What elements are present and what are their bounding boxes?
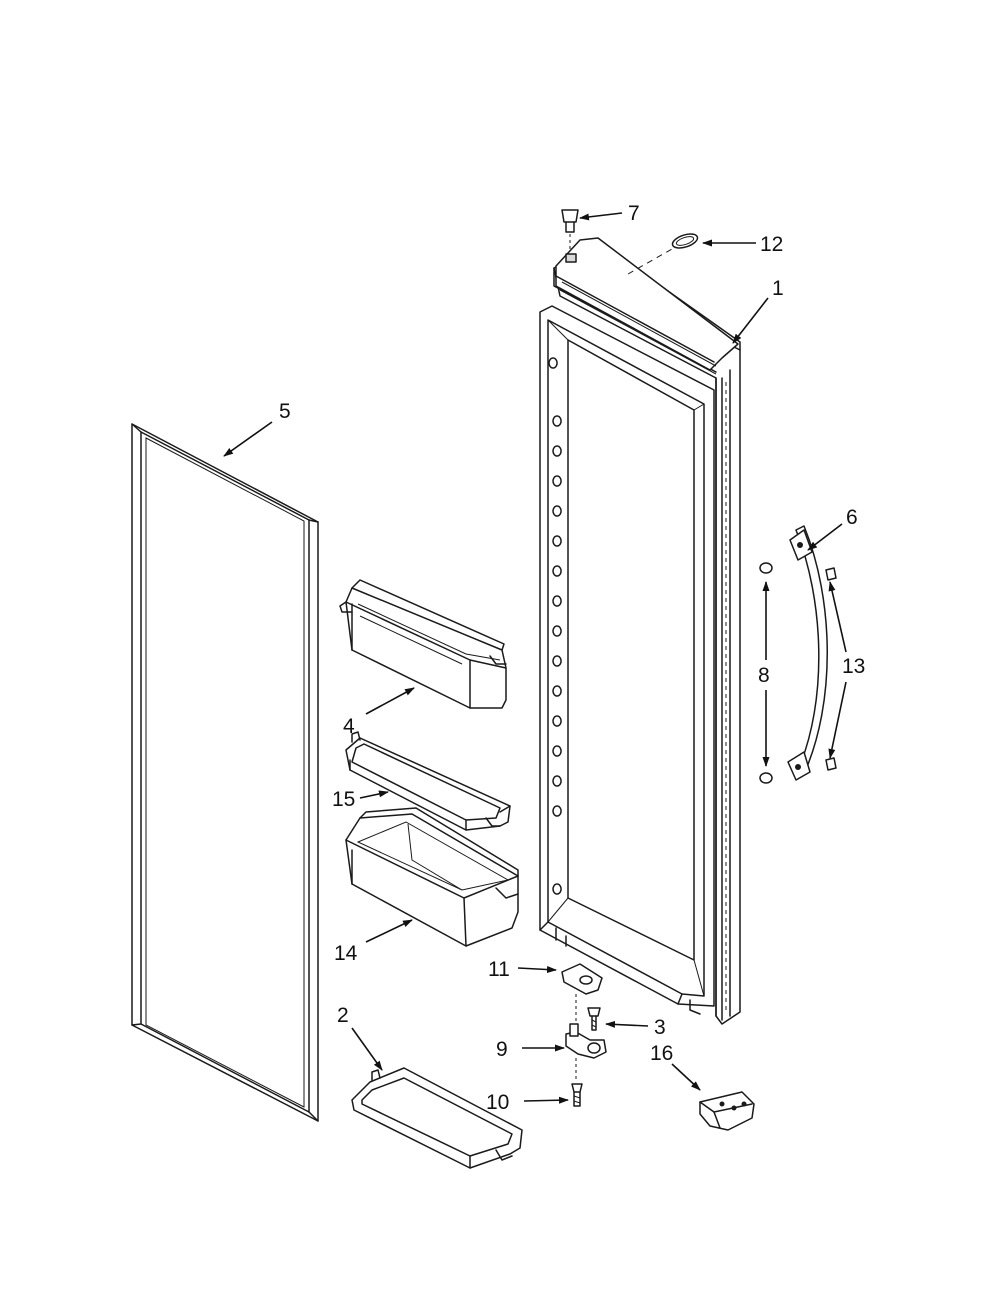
screw-3 — [587, 1007, 601, 1031]
label-part-8: 8 — [758, 664, 770, 687]
label-part-7: 7 — [628, 202, 640, 225]
label-part-6: 6 — [846, 506, 858, 529]
screw-10 — [571, 1083, 583, 1107]
label-part-3: 3 — [654, 1016, 666, 1039]
label-part-11: 11 — [488, 958, 510, 981]
label-part-14: 14 — [334, 942, 358, 965]
label-part-4: 4 — [343, 715, 355, 738]
label-part-10: 10 — [486, 1091, 509, 1114]
hinge-cover — [699, 1091, 755, 1131]
leader-arrows — [223, 212, 847, 1104]
door-gasket — [131, 423, 319, 1122]
door-bin-lower — [345, 807, 519, 947]
lower-bin-frame — [351, 1067, 523, 1169]
door-assembly — [539, 237, 741, 1025]
label-part-5: 5 — [279, 400, 291, 423]
top-hinge-cap — [561, 209, 579, 263]
door-handle — [759, 525, 837, 784]
part-number-labels: 7 12 1 5 6 8 13 4 15 14 11 2 3 9 16 10 — [279, 202, 865, 1114]
label-part-15: 15 — [332, 788, 355, 811]
door-bin-upper — [339, 579, 507, 709]
shelf-retainer-bumps — [548, 357, 562, 895]
lower-hinge — [565, 1023, 607, 1082]
label-part-9: 9 — [496, 1038, 508, 1061]
label-part-16: 16 — [650, 1042, 673, 1065]
washer-ring — [627, 233, 699, 275]
label-part-1: 1 — [772, 277, 784, 300]
bin-frame — [345, 731, 511, 831]
label-part-2: 2 — [337, 1004, 349, 1027]
label-part-13: 13 — [842, 655, 865, 678]
lower-hinge-bracket — [561, 963, 603, 1030]
label-part-12: 12 — [760, 233, 783, 256]
